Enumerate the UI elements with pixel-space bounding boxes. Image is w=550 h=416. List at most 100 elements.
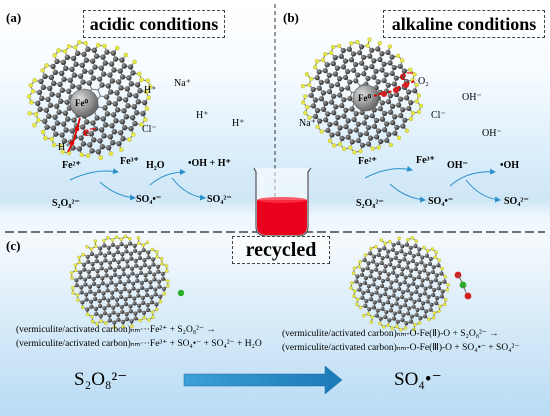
carbon-atom (363, 303, 368, 308)
hydrogen-atom (95, 322, 99, 326)
hydrogen-atom (357, 264, 361, 269)
carbon-atom (60, 59, 67, 66)
carbon-atom (145, 302, 150, 308)
carbon-atom (414, 312, 419, 317)
big-reaction-arrow (183, 365, 343, 395)
hydrogen-atom (410, 236, 415, 240)
carbon-atom (124, 249, 129, 254)
hydrogen-atom (427, 317, 431, 322)
carbon-atom (312, 97, 318, 103)
hydrogen-atom (330, 44, 336, 50)
carbon-atom (365, 288, 371, 294)
carbon-atom (397, 309, 402, 314)
carbon-atom (385, 277, 390, 282)
hydrogen-atom (397, 236, 402, 240)
carbon-atom (54, 103, 60, 109)
carbon-atom (327, 121, 333, 128)
hydrogen-atom (44, 63, 49, 68)
carbon-atom (423, 309, 429, 314)
carbon-atom (92, 291, 97, 296)
carbon-atom (425, 276, 430, 281)
carbon-atom (76, 84, 82, 90)
carbon-atom (117, 274, 122, 280)
carbon-atom (349, 139, 355, 145)
carbon-atom (127, 294, 132, 299)
carbon-atom (374, 313, 379, 318)
carbon-atom (320, 106, 327, 112)
carbon-atom (389, 280, 394, 285)
carbon-atom (141, 248, 146, 253)
carbon-atom (357, 132, 363, 138)
carbon-atom (423, 286, 428, 291)
carbon-atom (87, 284, 93, 289)
carbon-atom (104, 268, 109, 273)
hydrogen-atom (76, 298, 80, 302)
carbon-atom (365, 266, 370, 271)
hydrogen-atom (349, 281, 354, 285)
carbon-atom (111, 310, 116, 315)
carbon-atom (118, 85, 124, 91)
carbon-atom (353, 127, 359, 133)
carbon-atom (112, 101, 119, 107)
carbon-atom (110, 295, 115, 300)
hydrogen-atom (158, 299, 163, 304)
hydrogen-atom (27, 111, 32, 116)
hydrogen-atom (352, 289, 357, 294)
carbon-atom (146, 255, 151, 260)
hydrogen-atom (119, 147, 124, 152)
carbon-atom (124, 316, 130, 322)
carbon-atom (413, 243, 418, 249)
carbon-atom (110, 242, 116, 248)
carbon-atom (84, 297, 89, 302)
hydrogen-atom (75, 293, 80, 297)
carbon-atom (328, 83, 335, 89)
carbon-atom (413, 266, 418, 272)
carbon-atom (56, 109, 62, 115)
hydrogen-atom (304, 72, 310, 77)
carbon-atom (82, 267, 87, 272)
carbon-atom (111, 129, 118, 135)
carbon-atom (49, 91, 55, 97)
carbon-atom (148, 285, 153, 290)
carbon-atom (371, 282, 376, 287)
hydrogen-atom (165, 269, 169, 273)
hydrogen-atom (438, 304, 442, 309)
carbon-atom (371, 58, 377, 64)
carbon-atom (82, 130, 88, 136)
carbon-atom (439, 271, 444, 276)
carbon-atom (381, 77, 387, 84)
carbon-atom (394, 278, 399, 283)
so4-ion-label-a: SO₄²⁻ (207, 194, 232, 205)
carbon-atom (144, 292, 150, 298)
equation-right-2: (vermiculite/activated carbon)ₙₘ-O-Fe(Ⅲ)… (282, 343, 520, 353)
carbon-atom (110, 50, 116, 56)
hydrogen-atom (147, 318, 151, 322)
carbon-atom (79, 285, 84, 290)
carbon-atom (52, 69, 59, 76)
carbon-atom (74, 278, 79, 283)
hydrogen-atom (123, 52, 129, 58)
carbon-atom (431, 264, 436, 270)
hydrogen-atom (66, 44, 72, 49)
carbon-atom (112, 267, 117, 272)
arrow-oh-b (449, 168, 496, 187)
hydrogen-atom (80, 305, 85, 310)
carbon-atom (126, 274, 131, 279)
hydrogen-atom (29, 100, 34, 105)
carbon-atom (78, 135, 84, 141)
carbon-atom (428, 284, 433, 289)
carbon-atom (119, 119, 126, 125)
hydrogen-atom (40, 68, 45, 73)
carbon-atom (59, 87, 66, 93)
carbon-atom (91, 47, 97, 53)
hydrogen-atom (361, 313, 366, 318)
carbon-atom (396, 263, 401, 269)
carbon-atom (382, 269, 387, 274)
carbon-atom (35, 100, 41, 106)
hydrogen-atom (160, 262, 164, 266)
carbon-atom (115, 302, 120, 307)
carbon-atom (432, 287, 437, 293)
carbon-atom (105, 288, 110, 293)
hydrogen-atom (77, 260, 82, 265)
hydrogen-atom (141, 243, 146, 247)
